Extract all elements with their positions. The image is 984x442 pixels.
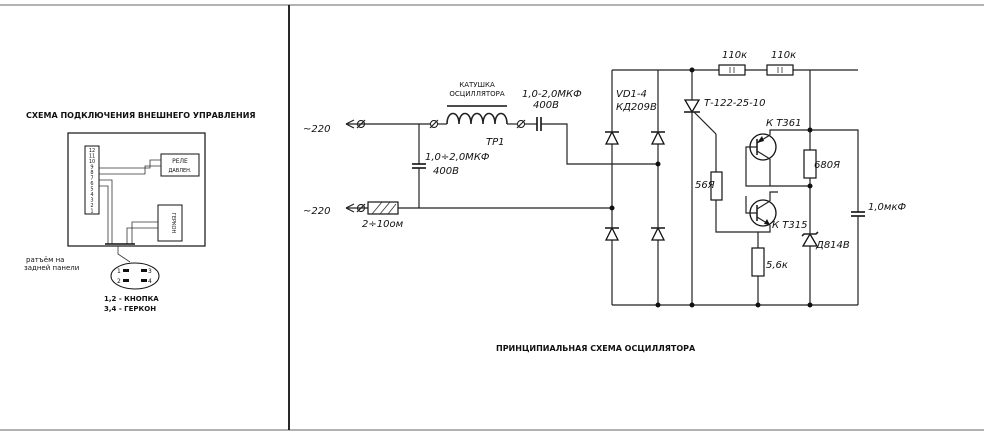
wire-to-bridge xyxy=(541,123,612,165)
terminal-number: 10 xyxy=(89,159,95,165)
input-resistor-hatch xyxy=(371,201,397,215)
wire xyxy=(810,129,859,212)
transistor-kt315-label: К Т315 xyxy=(772,220,807,231)
oscillator-schematic: ~220 ~220 КАТУШКА ОСЦИЛЛЯТОРА TP1 1,0-2,… xyxy=(303,50,906,353)
terminal-number: 1 xyxy=(90,209,93,215)
pin-label: 4 xyxy=(148,278,152,285)
shunt-capacitor-voltage: 400В xyxy=(433,166,459,177)
bridge-type: КД209В xyxy=(616,102,657,113)
terminal-number: 9 xyxy=(90,165,93,171)
wire xyxy=(745,146,810,187)
wire xyxy=(131,221,158,244)
series-capacitor-voltage: 400В xyxy=(533,100,559,111)
wire xyxy=(769,129,810,135)
wire-to-connector xyxy=(117,246,131,263)
pin-legend-reed: 3,4 - ГЕРКОН xyxy=(104,305,156,313)
left-title: СХЕМА ПОДКЛЮЧЕНИЯ ВНЕШНЕГО УПРАВЛЕНИЯ xyxy=(26,111,256,120)
input-voltage-top: ~220 xyxy=(303,124,330,135)
wire xyxy=(745,196,757,214)
junction-dot xyxy=(807,127,813,133)
transistor-kt361-label: К Т361 xyxy=(766,118,801,129)
pin xyxy=(123,269,129,272)
junction-dot xyxy=(655,161,661,167)
bridge-diode xyxy=(604,226,620,241)
rear-connector xyxy=(110,262,160,290)
wire xyxy=(769,191,778,201)
coil-ref: TP1 xyxy=(486,137,505,148)
bridge-diode xyxy=(604,130,620,145)
terminal-number: 5 xyxy=(90,187,93,193)
relay-label: РЕЛЕ xyxy=(172,158,188,165)
pin-label: 2 xyxy=(117,278,121,285)
resistor-5-6k xyxy=(751,247,765,277)
junction-dot xyxy=(689,67,695,73)
pin xyxy=(141,269,147,272)
pin xyxy=(141,279,147,282)
terminal-number: 8 xyxy=(90,170,93,176)
input-arrow xyxy=(345,203,355,213)
resistor-value: 110к xyxy=(771,50,796,61)
reed-switch-label: ГЕРКОН xyxy=(170,213,176,234)
pin xyxy=(123,279,129,282)
terminal-number: 6 xyxy=(90,181,93,187)
wire xyxy=(99,185,109,244)
coil-label: КАТУШКА xyxy=(459,81,495,89)
pin-label: 1 xyxy=(117,268,121,275)
bridge-label: VD1-4 xyxy=(616,89,647,100)
pin-label: 3 xyxy=(148,268,152,275)
resistor-110k xyxy=(766,64,794,76)
bridge-diode xyxy=(650,130,666,145)
input-resistor-value: 2÷10ом xyxy=(362,219,404,230)
resistor-110k xyxy=(718,64,746,76)
thyristor-label: Т-122-25-10 xyxy=(704,98,765,109)
pressure-relay-box xyxy=(160,153,200,177)
relay-label-2: ДАВЛЕН. xyxy=(168,168,191,174)
oscillator-coil xyxy=(446,112,508,125)
wire xyxy=(99,159,161,169)
thyristor xyxy=(683,99,717,135)
wire xyxy=(715,200,758,233)
right-capacitor-label: 1,0мкФ xyxy=(868,202,906,213)
resistor-5-6k-label: 5,6к xyxy=(766,260,788,271)
wire xyxy=(126,227,158,244)
junction-dot xyxy=(609,205,615,211)
connector-label: ратъём на xyxy=(26,256,64,264)
junction-dot xyxy=(689,302,695,308)
junction-dot xyxy=(807,183,813,189)
terminal-slash xyxy=(516,119,526,129)
input-voltage-bottom: ~220 xyxy=(303,206,330,217)
reed-switch-box xyxy=(157,204,183,242)
connector-label-2: задней панели xyxy=(24,264,79,272)
junction-dot xyxy=(655,302,661,308)
resistor-680-label: 680Я xyxy=(814,160,840,171)
wire xyxy=(99,165,161,175)
series-capacitor-value: 1,0-2,0МКФ xyxy=(522,89,582,100)
terminal-number: 11 xyxy=(89,154,95,160)
bridge-diode xyxy=(650,226,666,241)
terminal-number: 7 xyxy=(90,176,93,182)
device-box xyxy=(67,132,206,247)
wire xyxy=(99,179,113,244)
junction-dot xyxy=(755,302,761,308)
terminal-numbers: 12 11 10 9 8 7 6 5 4 3 2 1 xyxy=(89,148,95,215)
input-resistor xyxy=(367,201,399,215)
coil-label-2: ОСЦИЛЛЯТОРА xyxy=(449,90,504,98)
zener-label: Д814В xyxy=(815,240,850,251)
terminal-number: 2 xyxy=(90,203,93,209)
resistor-56-label: 56Я xyxy=(695,180,715,191)
terminal-number: 4 xyxy=(90,192,93,198)
pin-legend-button: 1,2 - КНОПКА xyxy=(104,295,159,303)
input-arrow xyxy=(345,119,355,129)
right-title: ПРИНЦИПИАЛЬНАЯ СХЕМА ОСЦИЛЛЯТОРА xyxy=(496,344,696,353)
junction-dot xyxy=(807,302,813,308)
terminal-slash xyxy=(429,119,439,129)
terminal-number: 12 xyxy=(89,148,95,154)
resistor-value: 110к xyxy=(722,50,747,61)
shunt-capacitor-value: 1,0÷2,0МКФ xyxy=(425,152,490,163)
external-control-panel: СХЕМА ПОДКЛЮЧЕНИЯ ВНЕШНЕГО УПРАВЛЕНИЯ 12… xyxy=(24,111,256,313)
wire xyxy=(758,225,771,233)
terminal-number: 3 xyxy=(90,198,93,204)
